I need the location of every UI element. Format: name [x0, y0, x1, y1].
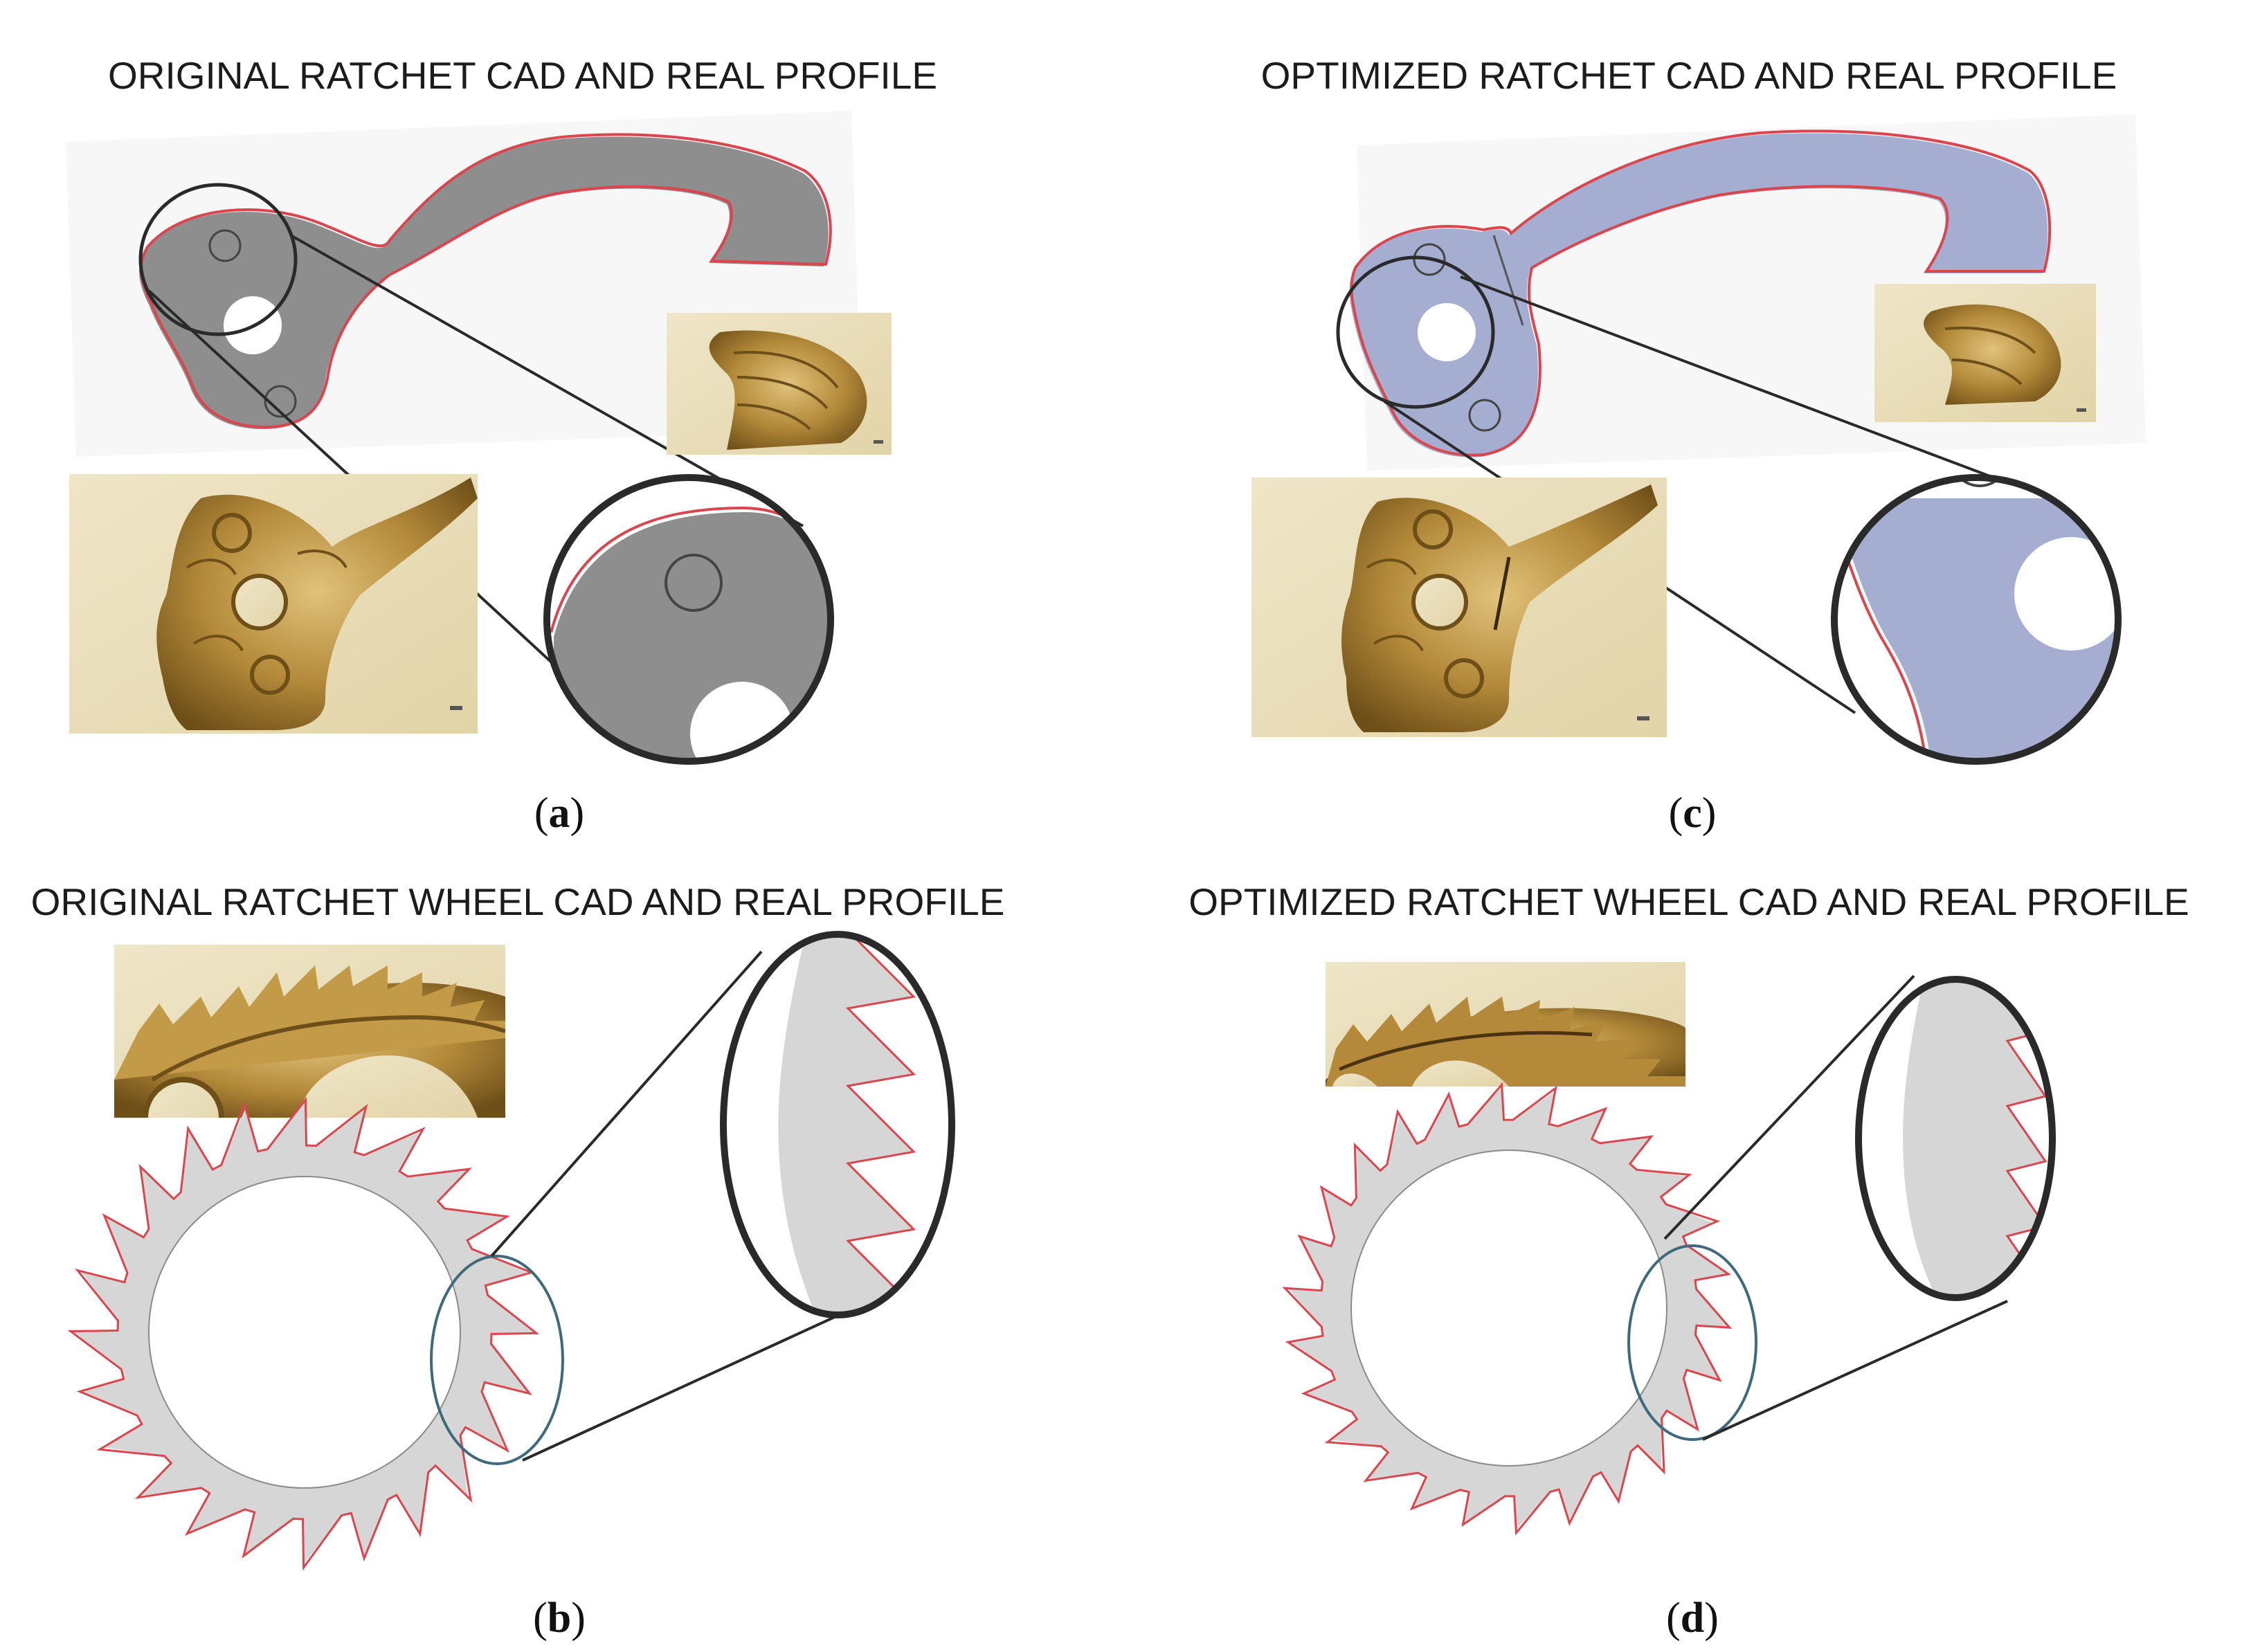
detail-selector-ellipse: [430, 1255, 564, 1465]
cut-line: [1492, 235, 1524, 326]
magnifier-ring: [543, 474, 834, 765]
panel-b-caption: (b): [533, 1595, 586, 1642]
magnified-view: [1859, 979, 2052, 1298]
magnified-view: [723, 934, 952, 1315]
zoom-leader-line: [1702, 1300, 2008, 1441]
panel-c-caption: (c): [1669, 790, 1717, 837]
panel-a: ORIGINAL RATCHET CAD AND REAL PROFILE: [66, 54, 937, 837]
panel-d-caption: (d): [1666, 1595, 1719, 1642]
wheel-real-profile: [67, 1096, 540, 1571]
magnifier-ring: [1855, 976, 2056, 1301]
panel-a-title: ORIGINAL RATCHET CAD AND REAL PROFILE: [108, 54, 937, 97]
wheel-bore: [1350, 1150, 1667, 1467]
ratchet-cad-body: [1349, 133, 2048, 457]
small-hole: [208, 229, 242, 262]
magnified-view: [547, 478, 831, 761]
real-profile-outline: [139, 133, 832, 429]
panel-c-title: OPTIMIZED RATCHET CAD AND REAL PROFILE: [1261, 54, 2117, 97]
small-hole: [1413, 243, 1446, 276]
panel-a-caption: (a): [534, 790, 584, 837]
zoom-leader-line: [1460, 275, 1994, 479]
detail-selector-circle: [1336, 255, 1495, 409]
detail-selector-ellipse: [1627, 1244, 1757, 1441]
magnified-teeth: [848, 934, 952, 1315]
zoom-leader-line: [522, 1303, 862, 1462]
photo-ratchet-tip: [1874, 284, 2096, 422]
real-profile-outline: [1350, 129, 2052, 457]
ratchet-wheel-cad: [1282, 1082, 1733, 1536]
photo-ratchet-body: [69, 474, 478, 734]
panel-c: OPTIMIZED RATCHET CAD AND REAL PROFILE: [1251, 54, 2146, 837]
zoom-leader-line: [1663, 974, 1915, 1240]
photo-ratchet-body: [1251, 478, 1667, 737]
ratchet-cad-part: [1349, 129, 2052, 457]
panel-b-title: ORIGINAL RATCHET WHEEL CAD AND REAL PROF…: [31, 880, 1005, 923]
ratchet-cad-body: [138, 136, 829, 429]
panel-d: OPTIMIZED RATCHET WHEEL CAD AND REAL PRO…: [1188, 880, 2189, 1642]
small-hole: [264, 385, 297, 418]
magnified-view: [1834, 478, 2118, 761]
detail-selector-circle: [138, 183, 298, 336]
wheel-real-profile: [1282, 1082, 1733, 1536]
ratchet-wheel-cad: [67, 1096, 540, 1571]
photo-ratchet-wheel: [1326, 962, 1685, 1087]
zoom-leader-line: [490, 950, 763, 1258]
panel-d-title: OPTIMIZED RATCHET WHEEL CAD AND REAL PRO…: [1188, 880, 2189, 923]
magnifier-ring: [720, 931, 955, 1318]
magnified-profile-outline: [1835, 525, 1928, 761]
wheel-bore: [148, 1176, 461, 1489]
small-hole: [1468, 399, 1501, 432]
panel-b: ORIGINAL RATCHET WHEEL CAD AND REAL PROF…: [31, 880, 1005, 1642]
magnifier-ring: [1831, 474, 2122, 765]
large-hole: [1418, 303, 1476, 361]
magnified-profile-outline: [845, 934, 916, 1315]
photo-ratchet-tip: [667, 313, 892, 455]
photo-ratchet-wheel: [114, 945, 505, 1118]
